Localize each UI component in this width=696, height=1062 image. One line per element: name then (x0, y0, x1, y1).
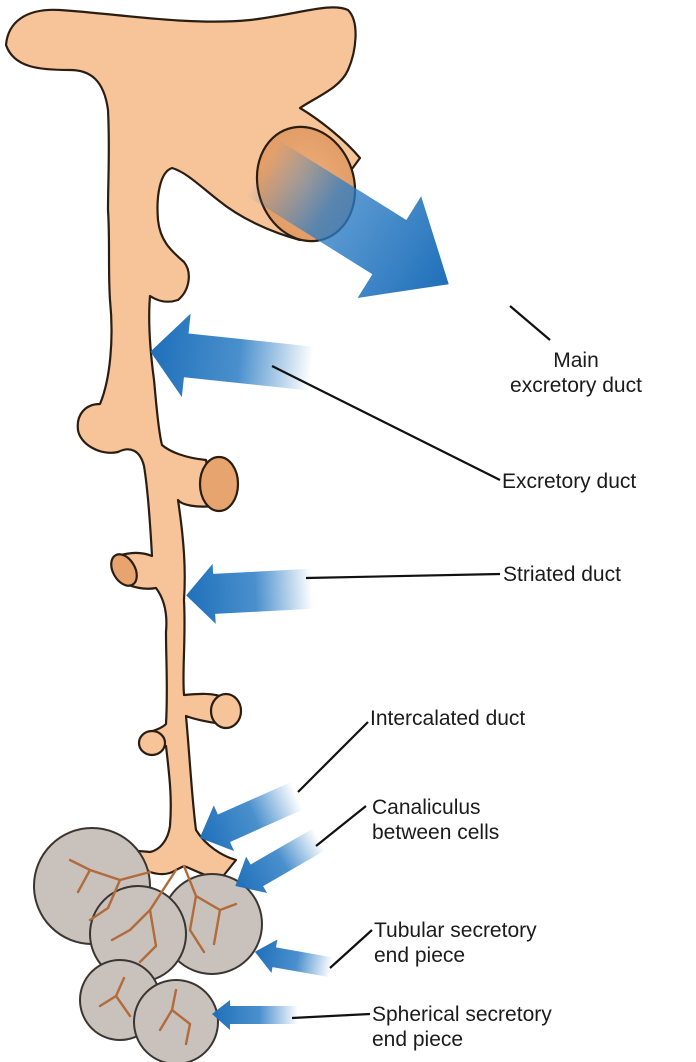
striated-stub-cut-face (110, 553, 138, 587)
label-canaliculus: Canaliculus between cells (372, 795, 499, 845)
leader-lines (271, 305, 551, 1020)
arrow-intercalated (199, 781, 304, 852)
intercalated-stub-right (209, 692, 243, 730)
main-duct-body (4, 6, 362, 882)
label-canaliculus-line2: between cells (372, 821, 500, 844)
label-main-excretory-line1: Main (553, 349, 599, 372)
arrow-spherical (212, 1000, 298, 1030)
label-intercalated-line1: Intercalated duct (370, 707, 526, 730)
label-tubular-end-piece: Tubular secretory end piece (374, 918, 537, 968)
arrow-canaliculus (235, 828, 326, 894)
leader-main-excretory (509, 305, 551, 341)
label-excretory-line1: Excretory duct (502, 470, 637, 493)
label-spherical-line2: end piece (372, 1028, 464, 1051)
leader-canaliculus (315, 805, 367, 847)
duct-tree (4, 6, 362, 882)
arrow-striated (186, 563, 314, 624)
label-striated-duct: Striated duct (503, 562, 621, 587)
leader-excretory (271, 365, 501, 481)
arrows (150, 140, 449, 1030)
excretory-stub-cut-face (198, 455, 240, 513)
label-canaliculus-line1: Canaliculus (372, 796, 481, 819)
leader-striated (305, 572, 501, 580)
arrow-tubular (254, 939, 334, 978)
arrow-main-excretory (245, 140, 449, 298)
label-intercalated-duct: Intercalated duct (370, 706, 525, 731)
label-excretory-duct: Excretory duct (502, 469, 636, 494)
label-spherical-end-piece: Spherical secretory end piece (372, 1002, 552, 1052)
label-tubular-line1: Tubular secretory (374, 919, 537, 942)
canaliculi (68, 858, 238, 1046)
label-striated-line1: Striated duct (503, 563, 621, 586)
leader-tubular (329, 929, 373, 969)
leader-intercalated (297, 721, 369, 793)
acinus-spherical-right (133, 979, 219, 1062)
label-main-excretory-duct: Main excretory duct (476, 348, 676, 398)
label-spherical-line1: Spherical secretory (372, 1003, 552, 1026)
label-main-excretory-line2: excretory duct (510, 374, 642, 397)
acini-cluster (33, 827, 263, 1062)
leader-spherical (291, 1012, 371, 1020)
arrow-excretory (150, 313, 314, 398)
label-tubular-line2: end piece (374, 944, 466, 967)
intercalated-stub-left (137, 729, 167, 757)
